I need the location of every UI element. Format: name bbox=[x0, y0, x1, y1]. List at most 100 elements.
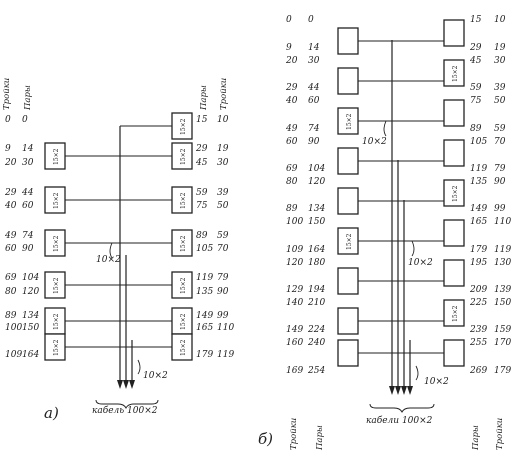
panel-a-right-blocks: 15×2 15×2 15×2 15×2 15×2 15×2 15×2 bbox=[171, 112, 193, 361]
num-a-l-3-t: 29 bbox=[4, 188, 17, 198]
num-a-l-0-t: 0 bbox=[5, 115, 11, 125]
arrow-b-1 bbox=[389, 386, 395, 395]
num-a-l-0-p: 0 bbox=[22, 115, 28, 125]
num-b-r-6-p: 105 bbox=[470, 137, 487, 147]
num-a-r-9-t: 99 bbox=[217, 311, 229, 321]
num-b-r-3-t: 39 bbox=[494, 83, 506, 93]
num-b-r-17-p: 269 bbox=[469, 366, 487, 376]
num-a-r-3-p: 59 bbox=[196, 188, 208, 198]
cable-a-brace bbox=[95, 399, 159, 410]
num-a-l-10-t: 100 bbox=[5, 323, 22, 333]
panel-b: 0 0 9 14 20 30 29 44 40 60 49 74 60 90 6… bbox=[258, 15, 511, 451]
block-a-r-6-label: 15×2 bbox=[180, 313, 187, 330]
num-a-l-1-p: 14 bbox=[22, 144, 34, 154]
num-b-l-5-p: 74 bbox=[308, 124, 320, 134]
block-b-r-6 bbox=[443, 219, 465, 247]
block-b-r-8 bbox=[443, 299, 465, 327]
num-b-l-15-t: 149 bbox=[286, 325, 303, 335]
num-a-r-2-t: 30 bbox=[217, 158, 229, 168]
num-b-l-10-p: 150 bbox=[308, 217, 325, 227]
num-b-l-14-t: 140 bbox=[286, 298, 303, 308]
block-b-r-3 bbox=[443, 99, 465, 127]
block-a-r-2-label: 15×2 bbox=[180, 148, 187, 165]
bend-a-2 bbox=[137, 359, 141, 375]
num-b-l-2-p: 30 bbox=[308, 56, 320, 66]
num-b-l-16-p: 240 bbox=[307, 338, 325, 348]
header-a-right-triples: Тройки bbox=[219, 78, 229, 110]
num-b-l-0-t: 0 bbox=[286, 15, 292, 25]
block-a-l-3-label: 15×2 bbox=[53, 235, 60, 252]
block-a-r-3-label: 15×2 bbox=[180, 192, 187, 209]
num-b-r-3-p: 59 bbox=[470, 83, 482, 93]
num-b-l-1-p: 14 bbox=[308, 43, 320, 53]
num-b-r-9-t: 99 bbox=[494, 204, 506, 214]
num-a-r-5-t: 59 bbox=[217, 231, 229, 241]
num-a-l-4-t: 40 bbox=[4, 201, 17, 211]
num-a-r-1-p: 29 bbox=[195, 144, 208, 154]
num-a-r-3-t: 39 bbox=[217, 188, 229, 198]
block-a-r-4-label: 15×2 bbox=[180, 235, 187, 252]
num-a-r-10-p: 165 bbox=[196, 323, 213, 333]
num-b-r-13-t: 139 bbox=[494, 285, 511, 295]
num-a-l-10-p: 150 bbox=[22, 323, 39, 333]
num-a-r-7-p: 119 bbox=[196, 273, 213, 283]
arrow-b-2 bbox=[395, 386, 401, 395]
num-b-l-4-t: 40 bbox=[285, 96, 298, 106]
num-a-r-4-p: 75 bbox=[196, 201, 208, 211]
num-b-r-12-p: 195 bbox=[470, 258, 487, 268]
panel-b-feeders bbox=[358, 40, 444, 381]
block-a-r-5-label: 15×2 bbox=[180, 277, 187, 294]
bend-b-3 bbox=[415, 365, 419, 381]
cable-b-brace bbox=[369, 403, 435, 414]
num-b-l-3-p: 44 bbox=[307, 83, 320, 93]
num-b-r-11-p: 179 bbox=[470, 245, 487, 255]
num-b-r-8-t: 90 bbox=[494, 177, 506, 187]
num-b-r-16-p: 255 bbox=[469, 338, 487, 348]
num-a-l-9-p: 134 bbox=[22, 311, 39, 321]
arrow-a-1 bbox=[117, 380, 123, 389]
num-a-l-7-t: 69 bbox=[5, 273, 17, 283]
num-a-l-2-t: 20 bbox=[4, 158, 17, 168]
num-a-r-11-p: 179 bbox=[196, 350, 213, 360]
block-b-r-5 bbox=[443, 179, 465, 207]
num-b-r-7-t: 79 bbox=[494, 164, 506, 174]
header-b-left-pairs: Пары bbox=[315, 425, 325, 451]
panel-a-left-blocks: 15×2 15×2 15×2 15×2 15×2 15×2 bbox=[44, 142, 66, 361]
panel-b-left-numbers: 0 0 9 14 20 30 29 44 40 60 49 74 60 90 6… bbox=[285, 15, 325, 376]
num-b-l-3-t: 29 bbox=[285, 83, 298, 93]
cable-b-label: кабели 100×2 bbox=[366, 415, 433, 426]
num-a-l-8-p: 120 bbox=[22, 287, 39, 297]
num-b-r-1-t: 19 bbox=[494, 43, 506, 53]
bend-b-1 bbox=[383, 120, 387, 137]
num-a-l-7-p: 104 bbox=[22, 273, 39, 283]
num-a-l-11-t: 109 bbox=[5, 350, 22, 360]
num-a-r-9-p: 149 bbox=[196, 311, 213, 321]
num-b-r-16-t: 170 bbox=[494, 338, 511, 348]
block-a-l-2-label: 15×2 bbox=[53, 192, 60, 209]
num-a-r-7-t: 79 bbox=[217, 273, 229, 283]
block-b-r-4 bbox=[443, 139, 465, 167]
num-b-l-12-p: 180 bbox=[308, 258, 325, 268]
num-b-l-4-p: 60 bbox=[308, 96, 320, 106]
num-a-l-6-t: 60 bbox=[5, 244, 17, 254]
num-b-r-10-t: 110 bbox=[494, 217, 511, 227]
branch-a-label-2: 10×2 bbox=[143, 371, 168, 381]
num-a-r-2-p: 45 bbox=[195, 158, 208, 168]
block-b-l-5 bbox=[337, 187, 359, 215]
num-b-r-0-t: 10 bbox=[494, 15, 506, 25]
branch-a-label-1: 10×2 bbox=[96, 255, 121, 265]
num-b-r-5-t: 59 bbox=[494, 124, 506, 134]
num-b-r-14-t: 150 bbox=[494, 298, 511, 308]
block-b-l-4 bbox=[337, 147, 359, 175]
header-b-right-triples: Тройки bbox=[495, 418, 505, 450]
num-b-r-7-p: 119 bbox=[470, 164, 487, 174]
num-b-l-16-t: 160 bbox=[286, 338, 303, 348]
block-a-l-6-label: 15×2 bbox=[53, 339, 60, 356]
num-b-l-9-t: 89 bbox=[286, 204, 298, 214]
panel-a-right-numbers: 15 10 29 19 45 30 59 39 75 50 89 59 105 … bbox=[195, 115, 234, 360]
num-b-l-12-t: 120 bbox=[286, 258, 303, 268]
num-b-l-6-t: 60 bbox=[286, 137, 298, 147]
num-a-r-1-t: 19 bbox=[217, 144, 229, 154]
num-a-r-10-t: 110 bbox=[217, 323, 234, 333]
